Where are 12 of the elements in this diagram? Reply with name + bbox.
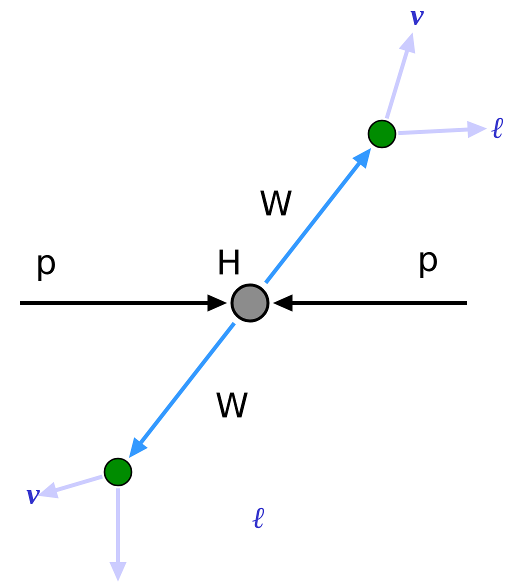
vertex-dot: [368, 120, 396, 148]
symbol-label: ℓ: [491, 118, 504, 138]
particle-circle: [230, 284, 270, 322]
edge-label: p: [34, 254, 58, 282]
symbol-label: ν: [410, 10, 424, 26]
symbol-label: ν: [26, 490, 40, 504]
edge-label: W: [258, 190, 294, 216]
edge-label: p: [416, 250, 440, 280]
vertex-dot: [104, 458, 132, 486]
symbol-label: ℓ: [252, 508, 264, 528]
particle-label: H: [220, 250, 238, 274]
edge-label: W: [214, 392, 250, 418]
